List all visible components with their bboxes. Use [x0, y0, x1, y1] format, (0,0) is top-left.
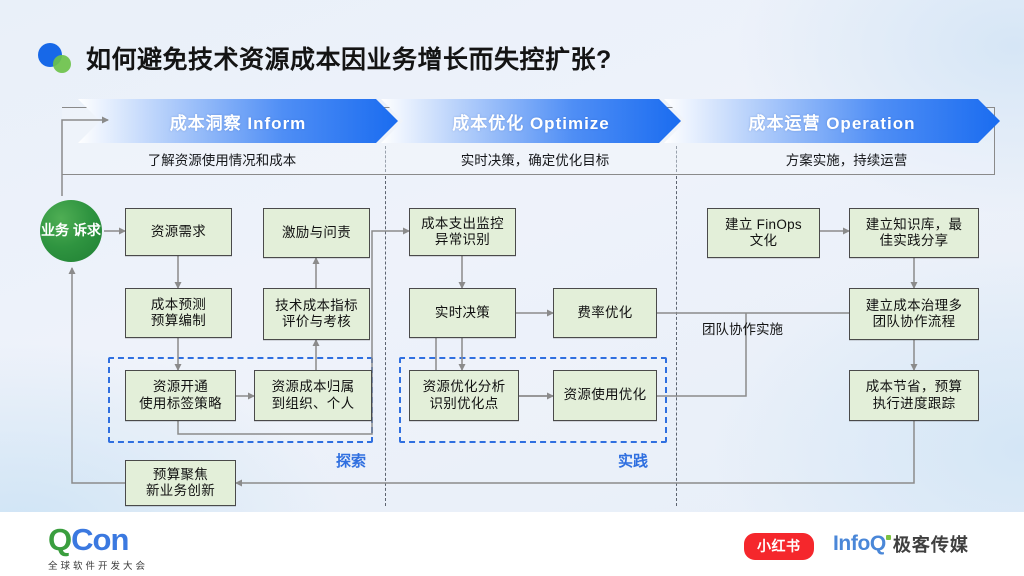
node-line1: 成本预测: [150, 296, 207, 312]
node-incentive-accountability[interactable]: 激励与问责: [263, 208, 370, 258]
phase-separator-2: [676, 176, 677, 506]
qcon-logo-con: Con: [71, 522, 129, 557]
qcon-logo-q: Q: [48, 522, 72, 557]
footer-bar: QCon 全球软件开发大会 小红书 InfoQ 极客传媒: [0, 512, 1024, 576]
node-tech-cost-metrics[interactable]: 技术成本指标 评价与考核: [263, 288, 370, 340]
node-line2: 新业务创新: [146, 483, 215, 498]
node-cost-governance-process[interactable]: 建立成本治理多 团队协作流程: [849, 288, 979, 340]
phase-chevron-operation[interactable]: 成本运营 Operation: [664, 99, 1000, 143]
page-title: 如何避免技术资源成本因业务增长而失控扩张?: [38, 40, 612, 76]
phase-subtitle-optimize: 实时决策，确定优化目标: [460, 153, 610, 168]
phase-subtitle-row: 了解资源使用情况和成本 实时决策，确定优化目标 方案实施，持续运营: [62, 143, 995, 175]
phase-chevron-optimize[interactable]: 成本优化 Optimize: [381, 99, 681, 143]
node-line2: 使用标签策略: [139, 395, 222, 411]
infoq-logo: InfoQ: [833, 532, 891, 556]
node-line2: 佳实践分享: [879, 233, 949, 248]
node-line2: 识别优化点: [429, 395, 499, 411]
node-line1: 建立知识库，最: [865, 216, 963, 232]
edge-label-team-collaboration: 团队协作实施: [702, 322, 783, 337]
node-resource-usage-opt[interactable]: 资源使用优化: [553, 370, 657, 421]
node-cost-attribution[interactable]: 资源成本归属 到组织、个人: [254, 370, 372, 421]
phase-subtitle-operation: 方案实施，持续运营: [785, 153, 908, 168]
phase-chevron-inform[interactable]: 成本洞察 Inform: [78, 99, 398, 143]
node-resource-opt-analysis[interactable]: 资源优化分析 识别优化点: [409, 370, 519, 421]
node-line2: 执行进度跟踪: [872, 395, 956, 411]
node-line1: 资源使用优化: [563, 387, 647, 403]
node-line1: 资源成本归属: [271, 379, 355, 395]
qcon-logo: QCon 全球软件开发大会: [48, 524, 148, 572]
node-resource-demand[interactable]: 资源需求: [125, 208, 232, 256]
node-resource-tag-strategy[interactable]: 资源开通 使用标签策略: [125, 370, 236, 421]
node-cost-saving-tracking[interactable]: 成本节省，预算 执行进度跟踪: [849, 370, 979, 421]
node-line1: 成本支出监控: [421, 215, 504, 231]
phase-separator-1: [385, 176, 386, 506]
entry-node-line2: 诉求: [72, 222, 101, 239]
node-line2: 评价与考核: [282, 314, 351, 329]
dual-circle-bullet-icon: [38, 41, 72, 75]
node-cost-monitoring[interactable]: 成本支出监控 异常识别: [409, 208, 516, 256]
geekmedia-label: 极客传媒: [892, 535, 969, 555]
node-line1: 实时决策: [434, 304, 491, 320]
node-realtime-decision[interactable]: 实时决策: [409, 288, 516, 338]
node-line1: 费率优化: [577, 304, 633, 320]
node-finops-culture[interactable]: 建立 FinOps 文化: [707, 208, 820, 258]
node-knowledge-base[interactable]: 建立知识库，最 佳实践分享: [849, 208, 979, 258]
node-line1: 资源优化分析: [422, 379, 506, 395]
node-line1: 技术成本指标: [275, 297, 358, 313]
node-line2: 异常识别: [434, 232, 491, 247]
node-line2: 到组织、个人: [271, 395, 355, 411]
node-line1: 建立成本治理多: [865, 297, 963, 313]
node-line1: 预算聚焦: [152, 466, 209, 482]
subtitle-divider-2: [676, 146, 677, 172]
phase-chevron-row: 成本洞察 Inform 成本优化 Optimize 成本运营 Operation: [78, 99, 1000, 143]
infoq-logo-group: InfoQ 极客传媒: [833, 531, 969, 557]
node-rate-optimization[interactable]: 费率优化: [553, 288, 657, 338]
xiaohongshu-logo: 小红书: [744, 533, 814, 560]
node-line1: 资源开通: [152, 379, 209, 395]
subtitle-divider-1: [385, 146, 386, 172]
node-line1: 资源需求: [150, 223, 207, 239]
group-label-practice: 实践: [618, 453, 649, 470]
entry-node-line1: 业务: [41, 222, 70, 239]
node-cost-forecast-budget[interactable]: 成本预测 预算编制: [125, 288, 232, 338]
phase-subtitle-inform: 了解资源使用情况和成本: [147, 153, 297, 168]
node-line2: 预算编制: [150, 313, 207, 328]
qcon-logo-subtitle: 全球软件开发大会: [48, 561, 149, 572]
node-line1: 成本节省，预算: [865, 379, 963, 395]
infoq-dot-icon: [885, 535, 891, 540]
node-line1: 激励与问责: [282, 224, 351, 240]
node-line2: 文化: [749, 233, 778, 248]
entry-node-business-demand[interactable]: 业务 诉求: [40, 200, 102, 262]
node-budget-focus-innovation[interactable]: 预算聚焦 新业务创新: [125, 460, 236, 506]
infoq-logo-text: InfoQ: [833, 532, 886, 555]
node-line2: 团队协作流程: [872, 314, 956, 329]
group-label-explore: 探索: [336, 453, 367, 470]
page-title-text: 如何避免技术资源成本因业务增长而失控扩张?: [86, 46, 612, 74]
node-line1: 建立 FinOps: [725, 216, 802, 232]
